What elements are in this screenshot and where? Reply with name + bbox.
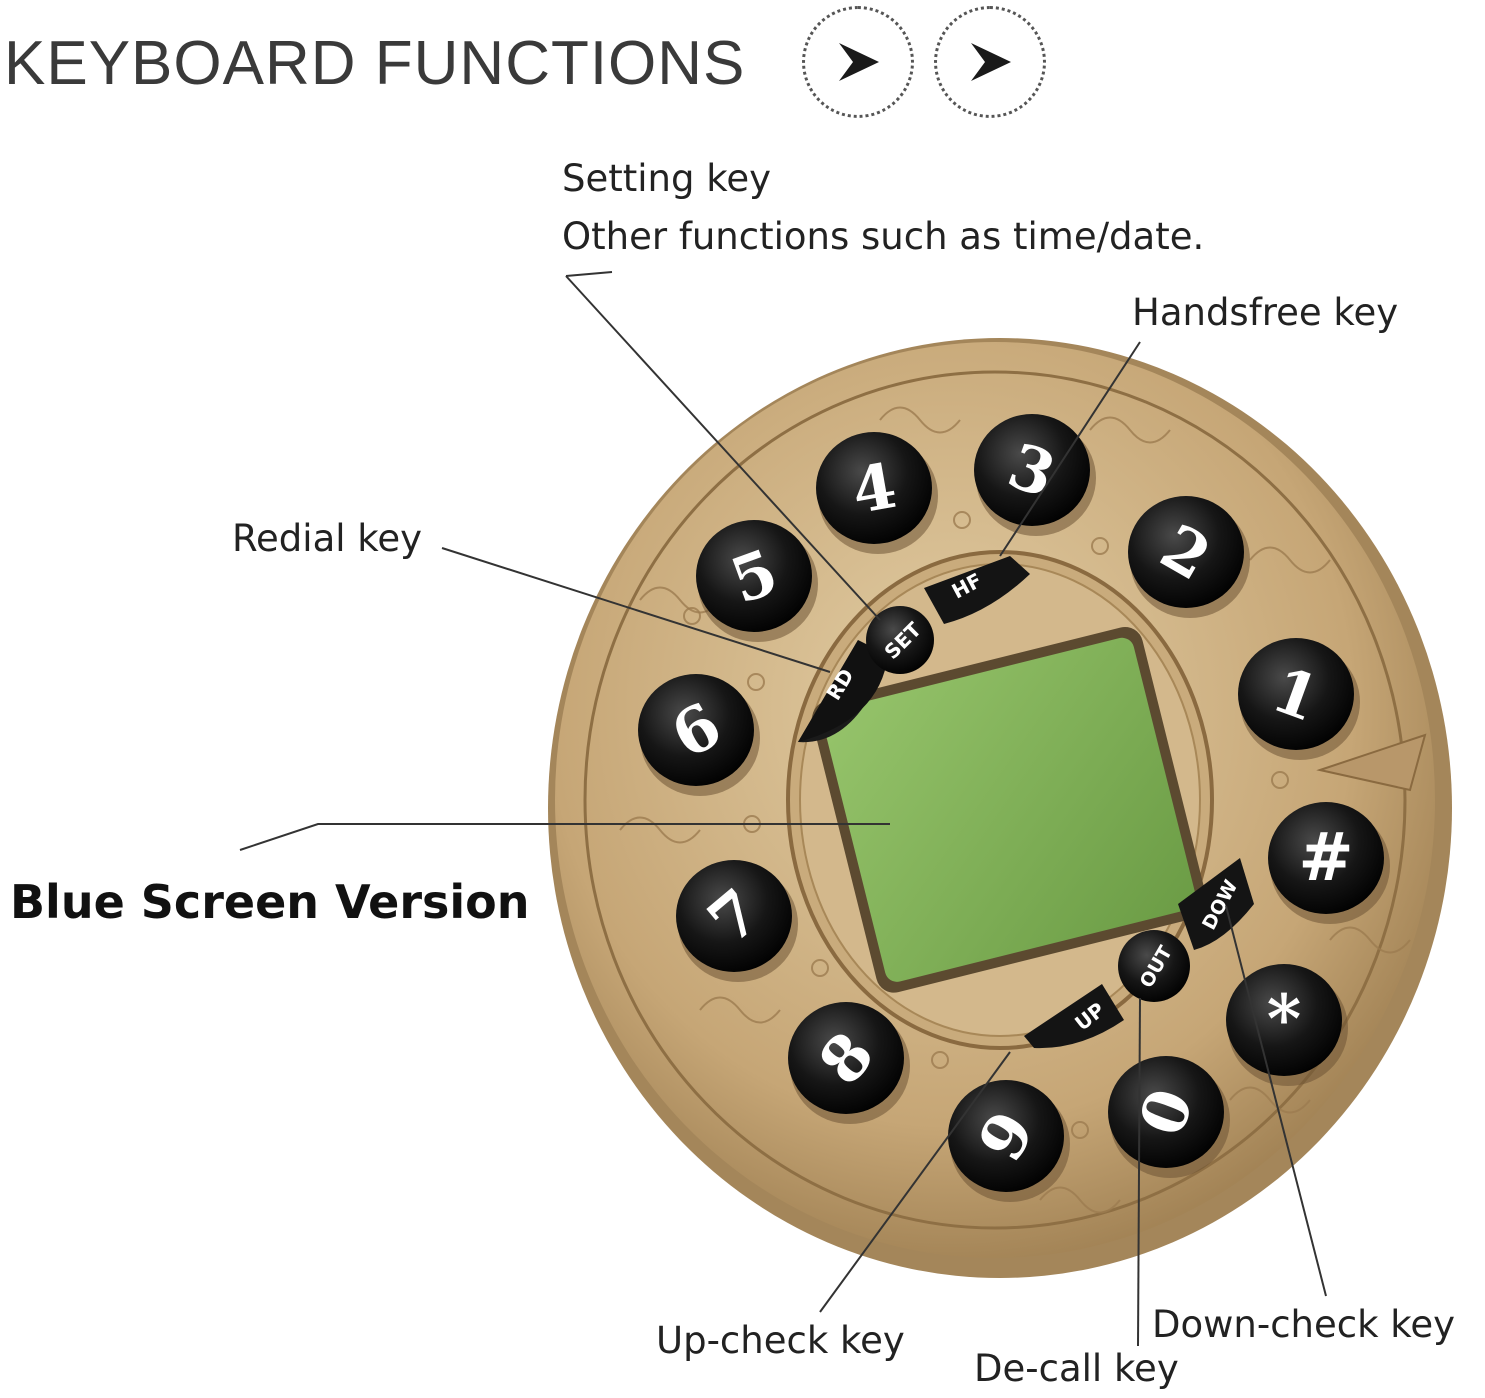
digit-key-5[interactable]: 5	[696, 520, 818, 642]
lcd-screen	[812, 626, 1207, 993]
digit-key-star[interactable]: *	[1226, 964, 1348, 1086]
next-button-secondary[interactable]	[934, 6, 1046, 118]
digit-key-8[interactable]: 8	[788, 1002, 910, 1124]
digit-key-9[interactable]: 9	[948, 1080, 1070, 1202]
digit-key-3[interactable]: 3	[974, 414, 1096, 536]
de-call-key-label: De-call key	[974, 1347, 1179, 1390]
setting-key-description: Other functions such as time/date.	[562, 215, 1205, 258]
chevron-right-icon	[971, 43, 1011, 81]
screen-version-label: Blue Screen Version	[10, 875, 530, 929]
function-key-out[interactable]: OUT	[1118, 930, 1190, 1002]
next-button[interactable]	[802, 6, 914, 118]
digit-key-4[interactable]: 4	[816, 432, 938, 554]
digit-key-hash[interactable]: #	[1268, 802, 1390, 924]
leader-lines	[239, 271, 1327, 1347]
digit-key-1[interactable]: 1	[1238, 638, 1360, 760]
down-check-key-label: Down-check key	[1152, 1303, 1456, 1346]
setting-key-label: Setting key	[562, 157, 772, 200]
redial-key-label: Redial key	[232, 517, 423, 560]
up-check-key-label: Up-check key	[656, 1319, 905, 1362]
function-key-rd[interactable]: RD	[798, 640, 888, 743]
side-lever	[1316, 733, 1427, 792]
chevron-right-icon	[839, 43, 879, 81]
digit-key-7[interactable]: 7	[676, 860, 798, 982]
outer-ring	[583, 370, 1407, 1230]
ornament-pattern	[619, 406, 1411, 1214]
digit-key-6[interactable]: 6	[638, 674, 760, 796]
digit-key-label: *	[1267, 980, 1302, 1058]
handsfree-key-label: Handsfree key	[1132, 291, 1399, 334]
function-key-up[interactable]: UP	[1024, 984, 1124, 1049]
digit-key-label: #	[1298, 818, 1353, 896]
function-key-set[interactable]: SET	[866, 606, 934, 674]
function-key-dow[interactable]: DOW	[1178, 858, 1254, 950]
page-title: KEYBOARD FUNCTIONS	[4, 29, 746, 98]
digit-key-2[interactable]: 2	[1128, 496, 1250, 618]
